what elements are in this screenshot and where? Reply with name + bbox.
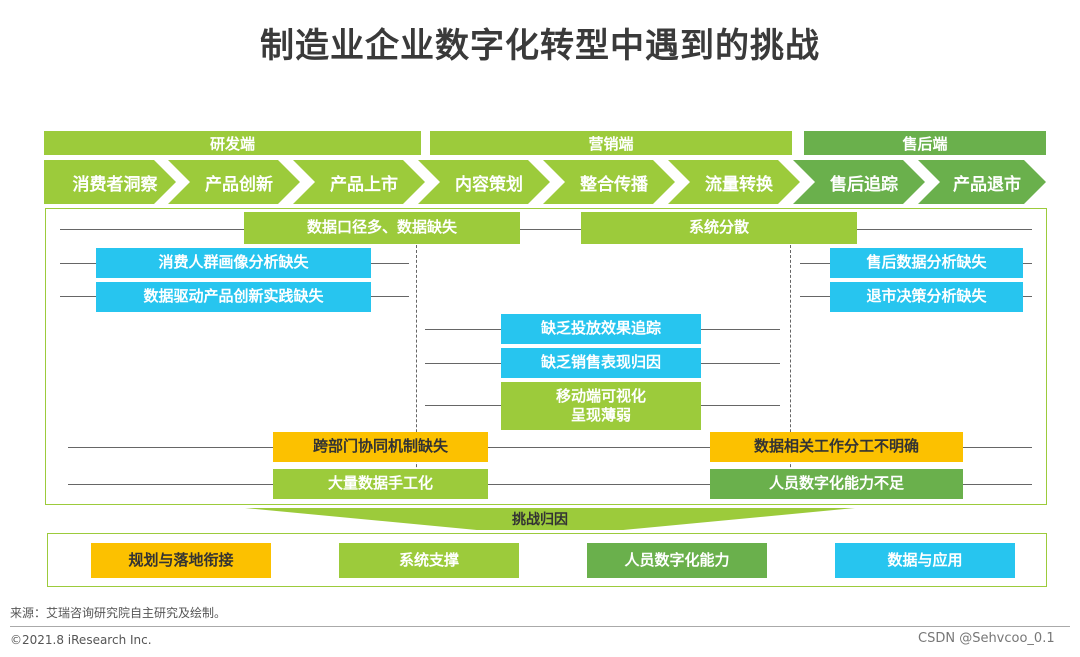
challenge-mobile-visualization-line1: 移动端可视化 [555,386,646,405]
phase-marketing-header: 营销端 [430,131,792,155]
stage-traffic-conversion: 流量转换 [668,160,800,204]
challenges-frame [45,208,1047,505]
challenge-data-caliber: 数据口径多、数据缺失 [244,212,520,244]
phase-divider [790,240,791,482]
challenge-manual-data: 大量数据手工化 [273,469,488,499]
footer-divider [10,626,1070,627]
stage-consumer-insight: 消费者洞察 [44,160,176,204]
page-title: 制造业企业数字化转型中遇到的挑战 [260,26,820,66]
connector-line [60,229,1032,230]
copyright: ©2021.8 iResearch Inc. [10,633,152,647]
challenge-system-dispersed: 系统分散 [581,212,857,244]
phase-aftersales-header: 售后端 [804,131,1046,155]
connector-line [68,447,1032,448]
stage-product-innovation: 产品创新 [168,160,300,204]
cause-system-support: 系统支撑 [339,543,519,578]
challenge-mobile-visualization-line2: 呈现薄弱 [570,406,631,424]
stage-product-launch: 产品上市 [293,160,425,204]
stage-aftersales-tracking: 售后追踪 [793,160,925,204]
challenge-consumer-profile: 消费人群画像分析缺失 [96,248,371,278]
cause-data-application: 数据与应用 [835,543,1015,578]
challenge-mobile-visualization: 移动端可视化 呈现薄弱 [501,382,701,430]
challenge-ad-tracking: 缺乏投放效果追踪 [501,314,701,344]
challenge-sales-attribution: 缺乏销售表现归因 [501,348,701,378]
stage-content-planning: 内容策划 [418,160,550,204]
watermark: CSDN @Sehvcoo_0.1 [918,631,1055,646]
phase-divider [416,240,417,482]
challenge-data-driven-innovation: 数据驱动产品创新实践缺失 [96,282,371,312]
causes-frame [47,533,1047,587]
stage-integrated-communication: 整合传播 [543,160,675,204]
challenge-staff-digital-skill: 人员数字化能力不足 [710,469,963,499]
challenge-unclear-division: 数据相关工作分工不明确 [710,432,963,462]
phase-rd-header: 研发端 [44,131,421,155]
source-note: 来源：艾瑞咨询研究院自主研究及绘制。 [10,606,227,620]
challenge-aftersales-analysis: 售后数据分析缺失 [830,248,1023,278]
stage-product-exit: 产品退市 [918,160,1046,204]
challenge-cross-department: 跨部门协同机制缺失 [273,432,488,462]
connector-line [68,484,1032,485]
attribution-label: 挑战归因 [512,512,568,528]
cause-planning-execution: 规划与落地衔接 [91,543,271,578]
challenge-exit-decision: 退市决策分析缺失 [830,282,1023,312]
cause-staff-digital-ability: 人员数字化能力 [587,543,767,578]
